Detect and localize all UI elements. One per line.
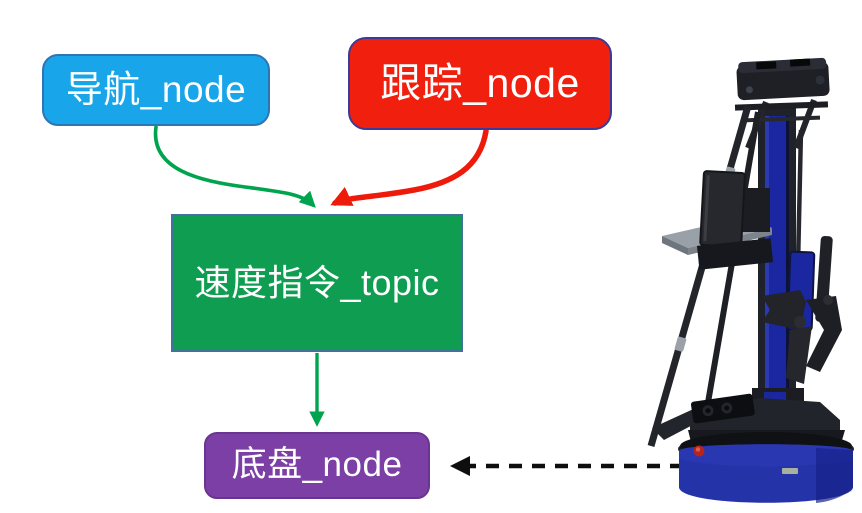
node-topic-label: 速度指令_topic [194,262,440,304]
node-chassis: 底盘_node [204,432,430,499]
nav-to-topic-arrow [153,125,316,208]
node-track-label: 跟踪_node [380,59,580,106]
node-nav: 导航_node [42,54,270,126]
track-to-topic-arrow [330,128,489,206]
node-topic: 速度指令_topic [171,214,463,352]
node-track: 跟踪_node [348,37,612,130]
robot-image [647,57,854,503]
node-nav-label: 导航_node [65,68,247,110]
node-chassis-label: 底盘_node [231,445,403,485]
